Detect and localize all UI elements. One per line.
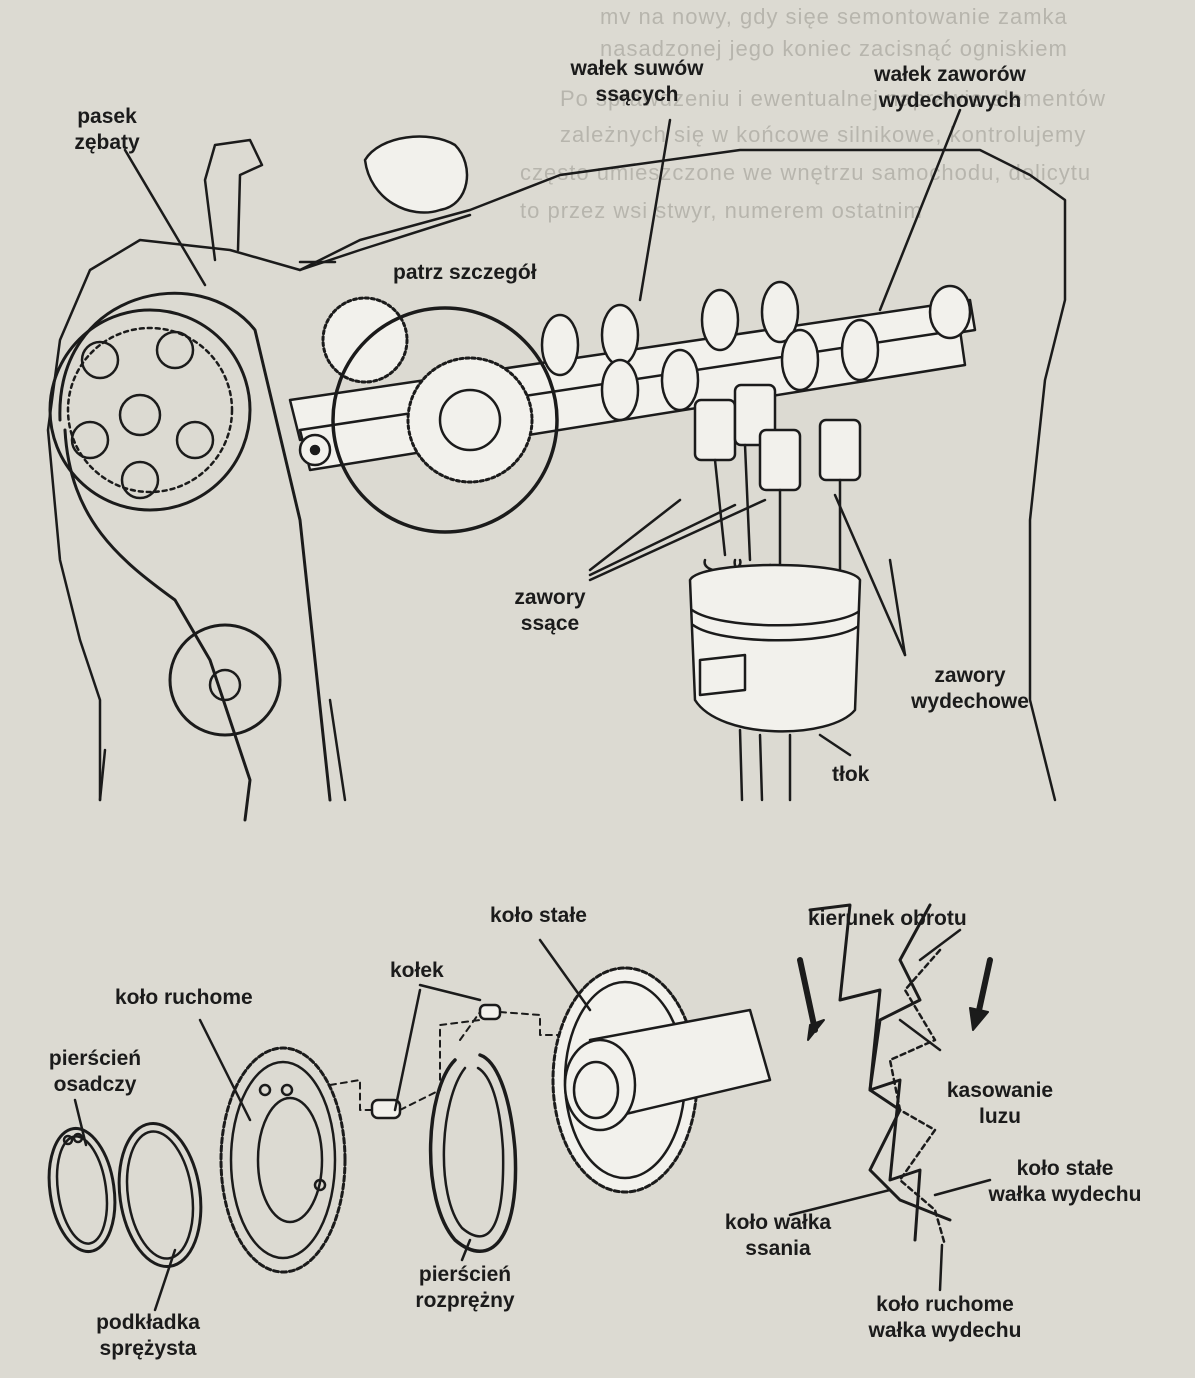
leader-line [123, 148, 207, 287]
gear-hole [313, 1178, 327, 1192]
circlip-eye [62, 1134, 74, 1146]
label-kolo-stale: koło stałe [490, 904, 587, 927]
connecting-rod [738, 728, 792, 802]
head-blob [363, 135, 469, 214]
camshaft-pulley-inner [66, 326, 234, 494]
leader-line [878, 108, 962, 312]
movable-gear-inner [256, 1096, 324, 1224]
label-kolo-ruchome-walka-wydechu: koło ruchome wałka wydechu [868, 1293, 1022, 1342]
leader-line [538, 938, 592, 1012]
label-podkladka-sprezysta: podkładka sprężysta [96, 1311, 200, 1360]
background-text-line: to przez wsi stwyr, numerem ostatnim [520, 198, 923, 223]
assembly-dashed-line [329, 1011, 561, 1111]
leader-line [73, 1098, 88, 1147]
background-text-line: często umieszczone we wnętrzu samochodu,… [520, 160, 1092, 185]
circlip-ring [47, 1126, 117, 1254]
leader-line [933, 1178, 992, 1197]
label-pierscien-osadczy: pierścień osadczy [48, 1047, 142, 1096]
leader-line [588, 503, 737, 577]
leader-line [918, 928, 962, 962]
expansion-ring-inner [442, 1066, 505, 1238]
label-pierscien-rozprezny: pierścień rozprężny [415, 1263, 515, 1312]
piston-ring [690, 608, 860, 627]
background-text-line: Po sprawdzeniu i ewentualnej naprawie el… [560, 86, 1106, 111]
movable-gear-face [229, 1060, 337, 1260]
tensioner-hub [208, 668, 242, 702]
pulley-hole [175, 420, 215, 460]
gear-hole [280, 1083, 294, 1097]
label-kasowanie-luzu: kasowanie luzu [946, 1079, 1054, 1128]
expansion-ring [428, 1053, 518, 1253]
label-kolo-walka-ssania: koło wałka ssania [724, 1211, 832, 1260]
leader-line [938, 1243, 944, 1292]
camshaft-end-core [572, 1060, 620, 1120]
leader-line [588, 498, 682, 572]
spring-washer [117, 1121, 203, 1269]
head-top-edge [298, 213, 472, 272]
exhaust-cam-gear-hub [438, 388, 502, 452]
leader-line [638, 118, 672, 302]
dowel-pin [478, 1003, 502, 1021]
exhaust-movable-gear-teeth [888, 948, 947, 1247]
leader-line [888, 558, 907, 657]
label-kolek: kołek [390, 959, 444, 982]
background-text-line: mv na nowy, gdy sięe semontowanie zamka [600, 4, 1068, 29]
rotation-arrow [975, 957, 993, 1018]
spring-washer-inner [125, 1130, 195, 1260]
leader-line [460, 1238, 472, 1262]
background-text-line: zależnych się w końcowe silnikowe, kontr… [560, 122, 1087, 147]
rotation-arrow [797, 957, 818, 1033]
label-zawory-wydechowe: zawory wydechowe [911, 664, 1029, 713]
exhaust-cam-gear [406, 356, 534, 484]
camshaft-end-face [563, 1038, 637, 1132]
engine-head-outline [46, 148, 1067, 802]
label-kierunek-obrotu: kierunek obrotu [808, 907, 967, 930]
rotation-arrow-head [969, 1007, 989, 1031]
piston-ring [691, 623, 859, 642]
piston-pin [698, 653, 747, 697]
label-pasek-zebaty: pasek zębaty [74, 105, 140, 154]
cam-lobes [540, 280, 972, 422]
pulley-hole [155, 330, 195, 370]
label-kolo-stale-walka-wydechu: koło stałe wałka wydechu [988, 1157, 1142, 1206]
label-kolo-ruchome: koło ruchome [115, 986, 253, 1009]
leader-line [198, 1018, 252, 1122]
gear-hole [258, 1083, 272, 1097]
circlip-eye [72, 1132, 84, 1144]
leader-line [818, 733, 852, 757]
pulley-hub [118, 393, 162, 437]
valve-springs [693, 383, 862, 492]
background-text-line: nasadzonej jego koniec zacisnąć ogniskie… [600, 36, 1068, 61]
leader-line [588, 498, 767, 582]
lifting-hook [203, 138, 264, 262]
label-zawory-ssace: zawory ssące [514, 586, 586, 635]
camshaft-pulley [48, 308, 252, 512]
label-walek-suwow-ssacych: wałek suwów ssących [570, 57, 704, 106]
leader-line [898, 1018, 942, 1052]
piston [688, 563, 862, 733]
label-walek-zaworow-wydechowych: wałek zaworów wydechowych [874, 63, 1026, 112]
label-patrz-szczegol: patrz szczegół [393, 261, 537, 284]
rotation-arrow-head [807, 1019, 825, 1041]
shaft-end-pin [309, 444, 321, 456]
leader-line [788, 1188, 892, 1217]
leader-line [418, 983, 482, 1002]
belt-side-line [328, 698, 347, 802]
leader-line [833, 493, 907, 657]
tensioner-pulley [168, 623, 282, 737]
movable-gear [219, 1046, 347, 1274]
pulley-hole [70, 420, 110, 460]
label-tlok: tłok [832, 763, 870, 786]
pulley-hole [120, 460, 160, 500]
leader-line [153, 1248, 177, 1312]
pulley-hole [80, 340, 120, 380]
leader-line [393, 988, 422, 1112]
belt-side-line [98, 748, 107, 802]
detail-callout-circle [331, 306, 559, 534]
